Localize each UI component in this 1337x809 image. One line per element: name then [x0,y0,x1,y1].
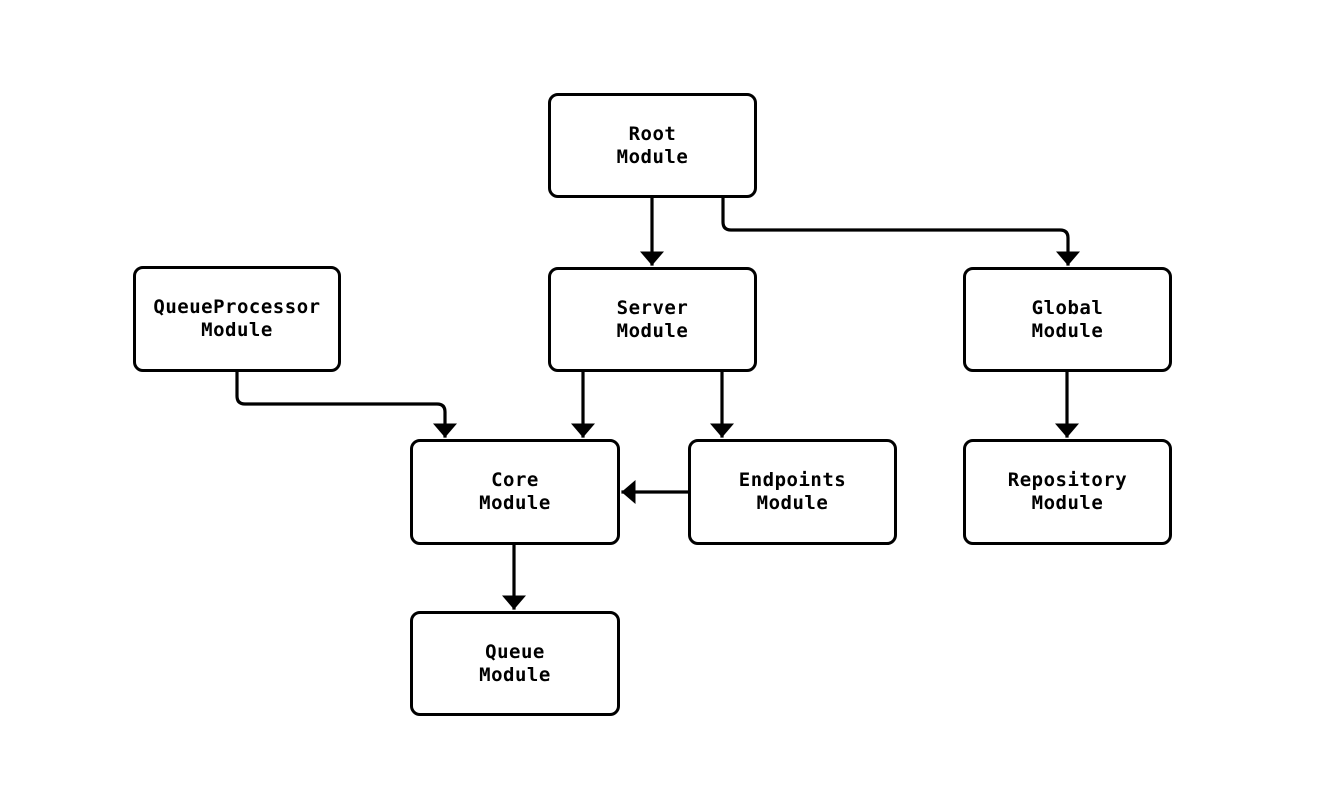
node-label: Queue Module [479,640,551,686]
node-label: Repository Module [1007,469,1128,514]
node-label: Server Module [616,296,689,342]
node-endpoints-module: Endpoints Module [688,439,897,545]
node-repository-module: Repository Module [963,439,1172,545]
node-label: Endpoints Module [738,469,847,514]
node-label: Root Module [616,122,689,168]
node-root-module: Root Module [548,93,757,198]
node-queueprocessor-module: QueueProcessor Module [133,266,341,372]
node-server-module: Server Module [548,267,757,372]
node-queue-module: Queue Module [410,611,620,716]
node-label: Global Module [1031,296,1104,342]
edge-root-global [721,196,1080,266]
node-label: Core Module [479,469,551,514]
node-core-module: Core Module [410,439,620,545]
node-global-module: Global Module [963,267,1172,372]
edge-queueprocessor-core [235,370,457,438]
node-label: QueueProcessor Module [153,296,321,341]
